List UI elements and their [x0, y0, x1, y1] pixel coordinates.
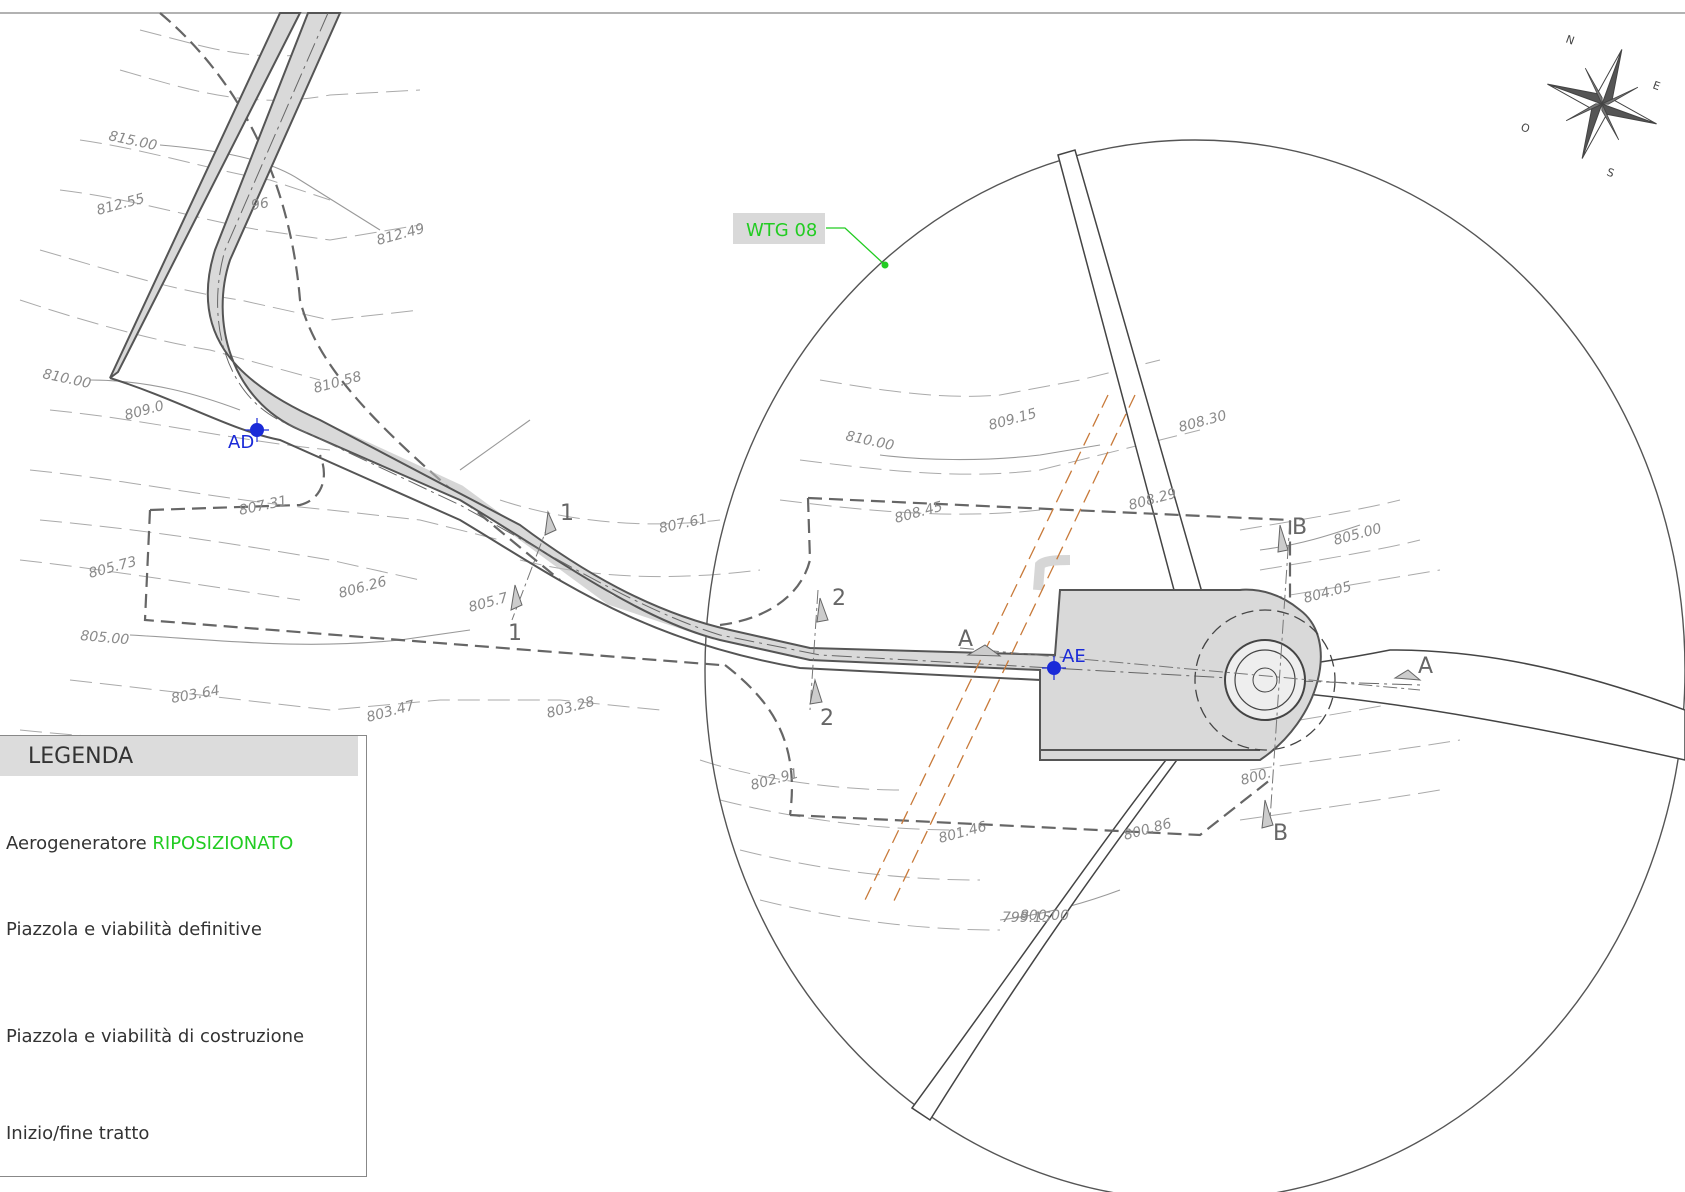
compass-s: S: [1605, 166, 1616, 181]
section-2-bottom: 2: [820, 706, 834, 731]
legend-item-turbine-label: Aerogeneratore: [6, 833, 153, 854]
contour-label: 800.: [1239, 765, 1273, 789]
legend-item-turbine-highlight: RIPOSIZIONATO: [152, 833, 294, 854]
contour-label: 812.49: [375, 221, 427, 249]
contour-label: 805.00: [80, 628, 130, 648]
section-arrows: [510, 510, 1422, 829]
contour-label: 809.0: [123, 398, 166, 424]
contour-label: 804.05: [1302, 579, 1354, 607]
contour-lines: [19, 29, 1501, 931]
legend-panel: LEGENDA Aerogeneratore RIPOSIZIONATO Pia…: [0, 735, 367, 1177]
contour-label: 805.7: [467, 590, 510, 616]
legend-item-endpoints: Inizio/fine tratto: [6, 1123, 150, 1144]
contour-label: 96: [250, 195, 270, 214]
contour-label: 808.30: [1177, 408, 1229, 436]
point-ae-label: AE: [1062, 646, 1086, 667]
contour-label: 799.15: [1002, 910, 1051, 926]
contour-label: 807.31: [238, 493, 289, 519]
contour-label: 810.00: [41, 366, 92, 392]
turbine-buffer-circle: [704, 139, 1685, 1192]
contour-label: 805.00: [1332, 521, 1384, 549]
contour-label: 800.00: [1020, 908, 1069, 924]
contour-label: 803.47: [365, 698, 417, 726]
contour-label: 803.64: [170, 683, 221, 707]
legend-item-construction: Piazzola e viabilità di costruzione: [6, 1026, 305, 1047]
contour-label: 807.61: [658, 511, 709, 537]
wtg-label-box: [733, 213, 825, 244]
contour-label: 812.55: [95, 191, 147, 219]
contour-label: 815.00: [107, 128, 158, 154]
compass-e: E: [1651, 79, 1662, 94]
contour-label: 810.00: [844, 428, 895, 454]
compass-o: O: [1519, 121, 1532, 136]
section-1-bottom: 1: [508, 621, 522, 646]
turbine-hub: [1194, 609, 1336, 751]
earthworks-halo: [327, 425, 1071, 640]
section-b-top: B: [1292, 515, 1307, 540]
compass-rose-icon: [1547, 49, 1657, 159]
point-ad-marker: [245, 418, 269, 442]
rotor-blades: [910, 149, 1685, 1122]
contour-label: 805.73: [87, 554, 138, 582]
wtg-callout: WTG 08: [733, 213, 889, 269]
point-ae-marker: [1042, 656, 1066, 680]
legend-item-turbine: Aerogeneratore RIPOSIZIONATO: [6, 833, 293, 854]
contour-label: 810.58: [312, 369, 364, 397]
legend-title-bar: LEGENDA: [0, 736, 358, 776]
wtg-label: WTG 08: [746, 220, 817, 241]
compass-n: N: [1564, 33, 1576, 48]
section-a-left: A: [958, 627, 973, 652]
section-2-top: 2: [832, 586, 846, 611]
wtg-leader-dot: [881, 261, 889, 269]
wtg-leader: [826, 227, 886, 266]
contour-label: 803.28: [545, 694, 597, 722]
contour-label: 806.26: [337, 574, 389, 602]
legend-item-final: Piazzola e viabilità definitive: [6, 919, 262, 940]
road-axis: [217, 12, 1421, 686]
legend-title: LEGENDA: [28, 744, 134, 769]
section-1-top: 1: [560, 501, 574, 526]
point-ad-label: AD: [228, 432, 254, 453]
contour-label: 809.15: [987, 406, 1039, 434]
section-a-right: A: [1418, 654, 1433, 679]
section-b-bottom: B: [1273, 821, 1288, 846]
section-lines: [511, 519, 1421, 821]
